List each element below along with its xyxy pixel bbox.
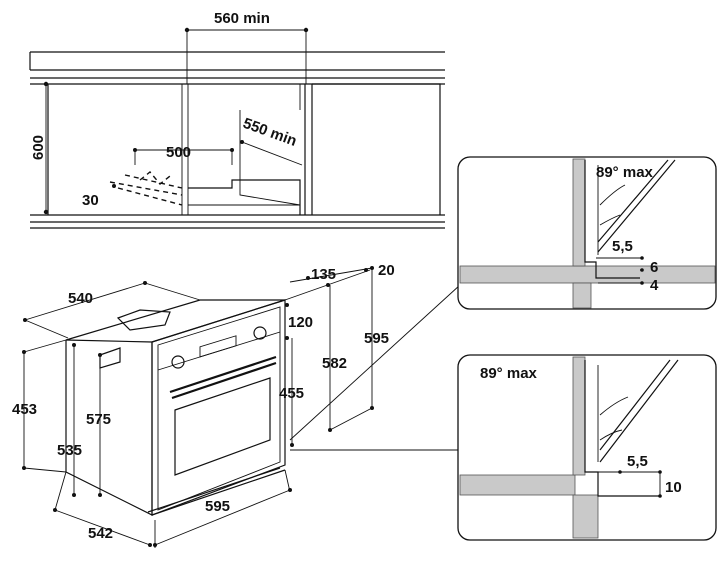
label-20: 20 — [378, 262, 395, 279]
detail-top-6: 6 — [650, 259, 658, 276]
dim-560-min: 560 min — [184, 10, 309, 84]
detail-leaders — [289, 284, 461, 451]
label-595-horizontal: 595 — [205, 498, 230, 515]
detail-top-angle: 89° max — [596, 164, 654, 181]
dim-30: 30 — [82, 184, 116, 209]
label-500: 500 — [166, 144, 191, 161]
label-120: 120 — [288, 314, 313, 331]
dim-550-min: 550 min — [240, 115, 303, 166]
dim-535: 535 — [57, 343, 82, 497]
label-135: 135 — [311, 266, 336, 283]
detail-bottom-gap: 5,5 — [627, 453, 648, 470]
dim-120: 120 — [284, 303, 313, 340]
label-582: 582 — [322, 355, 347, 372]
label-540: 540 — [68, 290, 93, 307]
dim-595-vertical: 595 — [329, 270, 389, 431]
label-595-vertical: 595 — [364, 330, 389, 347]
detail-top-box: 89° max 5,5 6 4 — [457, 156, 717, 310]
oven-drawing — [65, 299, 286, 516]
dim-575: 575 — [86, 353, 111, 497]
label-455: 455 — [279, 385, 304, 402]
dim-542: 542 — [53, 471, 152, 547]
label-453: 453 — [12, 401, 37, 418]
label-535: 535 — [57, 442, 82, 459]
dim-595-horizontal: 595 — [153, 469, 292, 548]
dim-500: 500 — [133, 144, 234, 165]
dim-135-20: 135 20 — [284, 262, 395, 301]
dim-455: 455 — [279, 338, 304, 447]
detail-bottom-angle: 89° max — [480, 365, 538, 382]
dim-453: 453 — [12, 339, 67, 473]
label-542: 542 — [88, 525, 113, 542]
detail-bottom-box: 89° max 5,5 10 — [457, 354, 717, 541]
label-600: 600 — [30, 135, 47, 160]
dim-600: 600 — [30, 81, 49, 215]
label-560-min: 560 min — [214, 10, 270, 27]
detail-bottom-10: 10 — [665, 479, 682, 496]
detail-top-gap: 5,5 — [612, 238, 633, 255]
label-575: 575 — [86, 411, 111, 428]
detail-top-4: 4 — [650, 277, 659, 294]
dim-582: 582 — [322, 285, 347, 432]
label-30: 30 — [82, 192, 99, 209]
cabinet-drawing — [29, 51, 445, 229]
dim-540: 540 — [23, 281, 201, 339]
